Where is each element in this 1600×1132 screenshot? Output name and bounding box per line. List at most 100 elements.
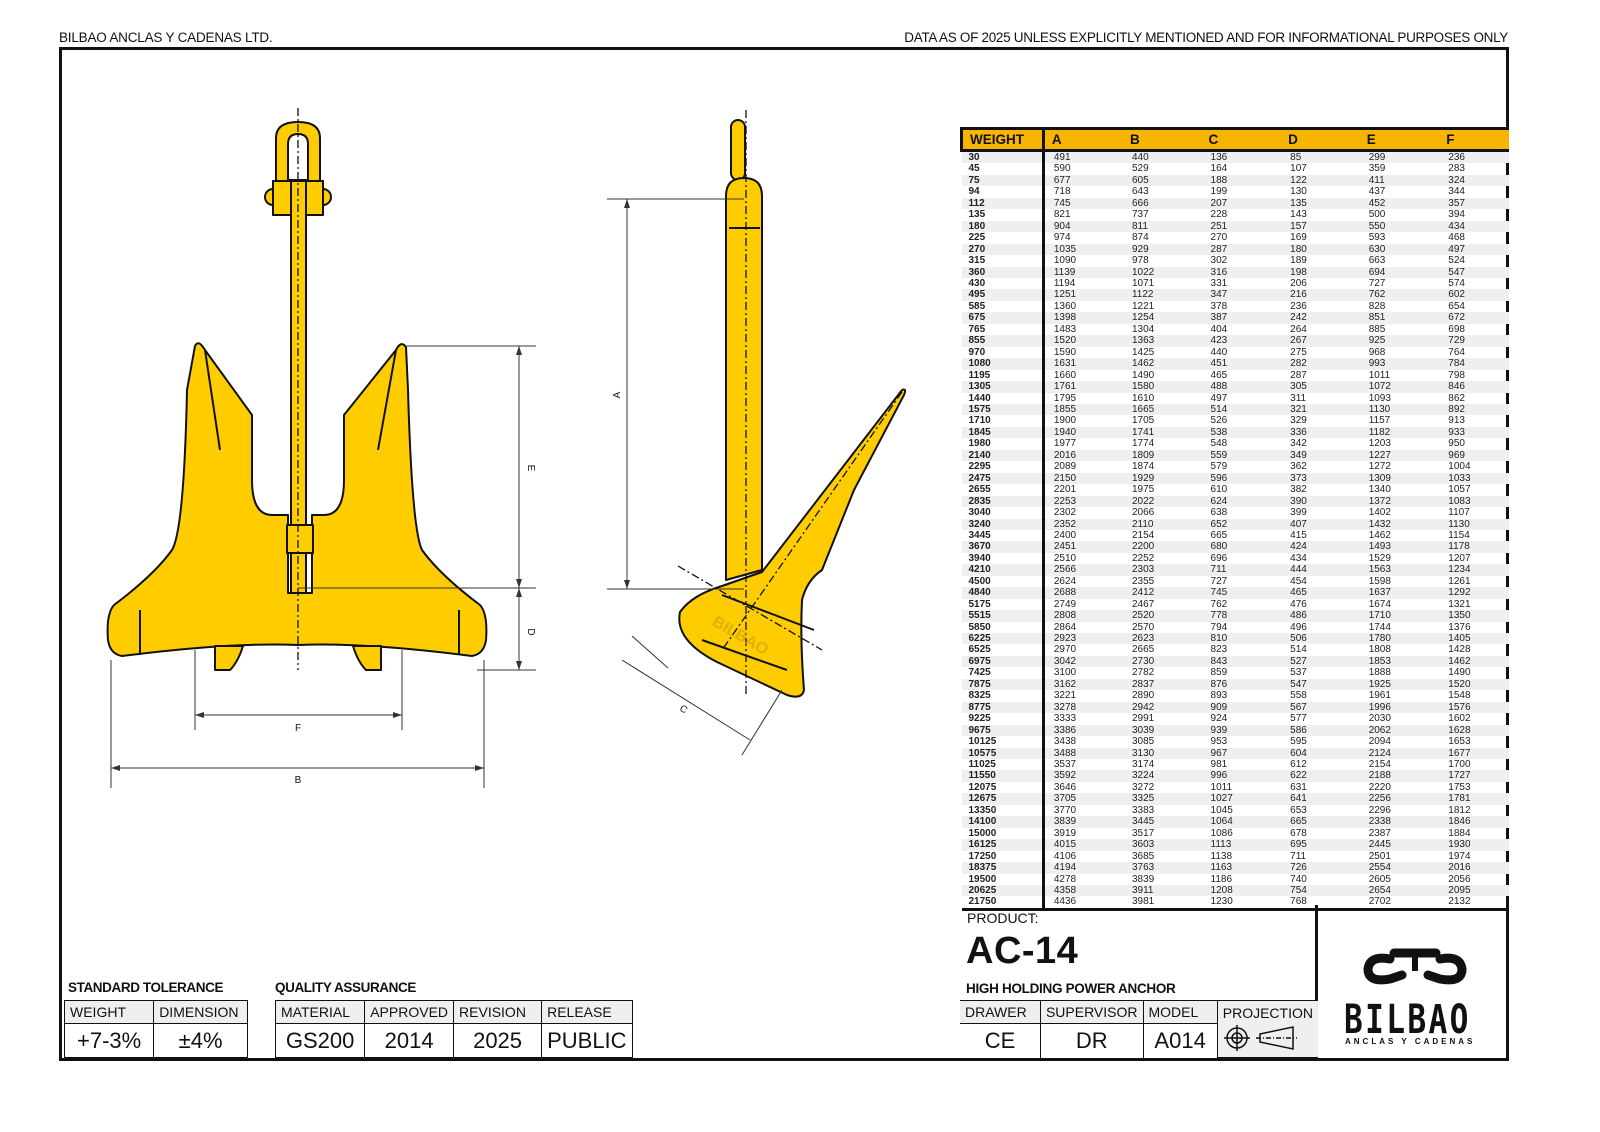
dimension-cell-a: 1855 (1043, 403, 1123, 416)
dimension-cell-f: 1700 (1448, 759, 1471, 771)
dimension-cell-f: 574 (1448, 277, 1465, 289)
dimension-cell-f: 602 (1439, 289, 1509, 301)
dimension-cell-a: 1940 (1043, 426, 1123, 439)
dimension-cell-a: 2808 (1043, 610, 1123, 622)
weight-cell: 270 (961, 243, 1045, 256)
dimension-cell-d: 641 (1281, 793, 1360, 805)
dimension-cell-b: 605 (1122, 174, 1202, 187)
dimension-cell-f: 1462 (1439, 655, 1509, 668)
dimension-cell-a: 2970 (1053, 644, 1077, 656)
dimension-cell-f: 1350 (1439, 610, 1509, 622)
col-header-d: D (1281, 127, 1360, 152)
dimension-cell-d: 407 (1281, 518, 1360, 530)
dimension-cell-e: 2094 (1368, 736, 1391, 748)
dimension-cell-c: 1064 (1201, 816, 1282, 828)
dimension-cell-b: 529 (1131, 163, 1149, 175)
product-code: AC-14 (966, 930, 1079, 972)
dimension-cell-c: 548 (1210, 438, 1228, 450)
dimension-cell-d: 282 (1281, 358, 1360, 370)
dimension-cell-b: 3272 (1131, 781, 1155, 793)
weight-cell: 112 (961, 197, 1045, 210)
dimension-cell-d: 311 (1290, 392, 1307, 404)
dimension-cell-a: 1360 (1053, 300, 1077, 312)
dimension-cell-b: 811 (1122, 220, 1202, 233)
drawer-header: DRAWER (960, 1000, 1041, 1024)
dimension-cell-a: 2688 (1043, 587, 1123, 599)
dimension-cell-b: 2730 (1122, 655, 1202, 668)
weight-cell: 6225 (961, 633, 1045, 645)
dimension-cell-f: 283 (1448, 163, 1465, 175)
dimension-cell-a: 2089 (1053, 461, 1077, 473)
dimension-cell-a: 2352 (1043, 518, 1123, 530)
dimension-cell-a: 2016 (1043, 449, 1123, 462)
dimension-cell-e: 1011 (1368, 369, 1391, 381)
dimension-cell-d: 547 (1281, 678, 1360, 691)
dimension-cell-e: 1093 (1368, 392, 1391, 404)
company-logo: BILBAO ANCLAS Y CADENAS (1320, 905, 1509, 1061)
dimension-cell-f: 236 (1439, 150, 1509, 164)
dimension-cell-f: 1576 (1439, 701, 1509, 714)
dimension-cell-d: 444 (1281, 564, 1360, 576)
dimension-cell-e: 925 (1359, 335, 1440, 347)
logo-wordmark: BILBAO (1344, 997, 1471, 1043)
dimension-cell-a: 2624 (1053, 575, 1077, 587)
dimension-cell-c: 538 (1201, 426, 1282, 439)
dimension-cell-b: 643 (1131, 186, 1149, 198)
weight-cell: 14100 (961, 816, 1045, 828)
dimension-cell-e: 1402 (1368, 507, 1391, 519)
dimension-cell-c: 967 (1201, 747, 1282, 760)
weight-cell: 1710 (961, 415, 1045, 427)
dimension-cell-f: 1884 (1448, 827, 1471, 839)
dimension-cell-c: 1027 (1201, 793, 1282, 805)
dimension-cell-a: 1483 (1053, 323, 1077, 335)
dimension-cell-b: 978 (1131, 255, 1149, 267)
weight-cell: 2655 (961, 484, 1045, 496)
dimension-cell-c: 1230 (1201, 896, 1282, 911)
dimension-cell-a: 2302 (1053, 507, 1077, 519)
dimension-cell-e: 2338 (1359, 816, 1440, 828)
dimension-cell-c: 404 (1210, 323, 1228, 335)
dimension-cell-b: 2022 (1122, 495, 1202, 508)
dimension-cell-b: 2991 (1131, 713, 1155, 725)
col-header-b: B (1122, 127, 1202, 152)
standard-tolerance-table: WEIGHT DIMENSION +7-3% ±4% (63, 1000, 248, 1058)
dimension-cell-d: 740 (1290, 873, 1307, 885)
dimension-cell-d: 236 (1290, 300, 1307, 312)
dimension-cell-b: 1490 (1131, 369, 1155, 381)
dimension-cell-a: 745 (1043, 197, 1123, 210)
dimension-cell-f: 1753 (1448, 781, 1471, 793)
dimension-cell-d: 631 (1290, 781, 1307, 793)
weight-cell: 495 (961, 289, 1045, 301)
dimension-cell-f: 2016 (1439, 862, 1509, 874)
dimension-cell-c: 270 (1210, 232, 1228, 244)
dimension-cell-d: 122 (1281, 174, 1360, 187)
dimension-cell-f: 1781 (1439, 793, 1509, 805)
weight-cell: 4840 (961, 587, 1045, 599)
dimension-cell-f: 344 (1448, 186, 1465, 198)
dimension-cell-d: 622 (1281, 770, 1360, 782)
dimension-cell-c: 596 (1201, 472, 1282, 485)
dimension-cell-f: 1004 (1448, 461, 1471, 473)
weight-cell: 18375 (961, 862, 1045, 874)
dimension-cell-a: 3042 (1043, 655, 1123, 668)
dimension-cell-e: 1462 (1368, 529, 1391, 541)
dimension-cell-c: 665 (1210, 529, 1228, 541)
approved-value: 2014 (364, 1023, 455, 1058)
weight-cell: 4500 (961, 575, 1045, 588)
dimension-cell-e: 2554 (1359, 862, 1440, 874)
release-header: RELEASE (541, 1000, 633, 1024)
dimension-cell-b: 3174 (1131, 759, 1155, 771)
dimension-cell-b: 1580 (1122, 381, 1202, 393)
dimension-cell-f: 2132 (1439, 896, 1509, 911)
dimension-cell-b: 2355 (1131, 575, 1155, 587)
